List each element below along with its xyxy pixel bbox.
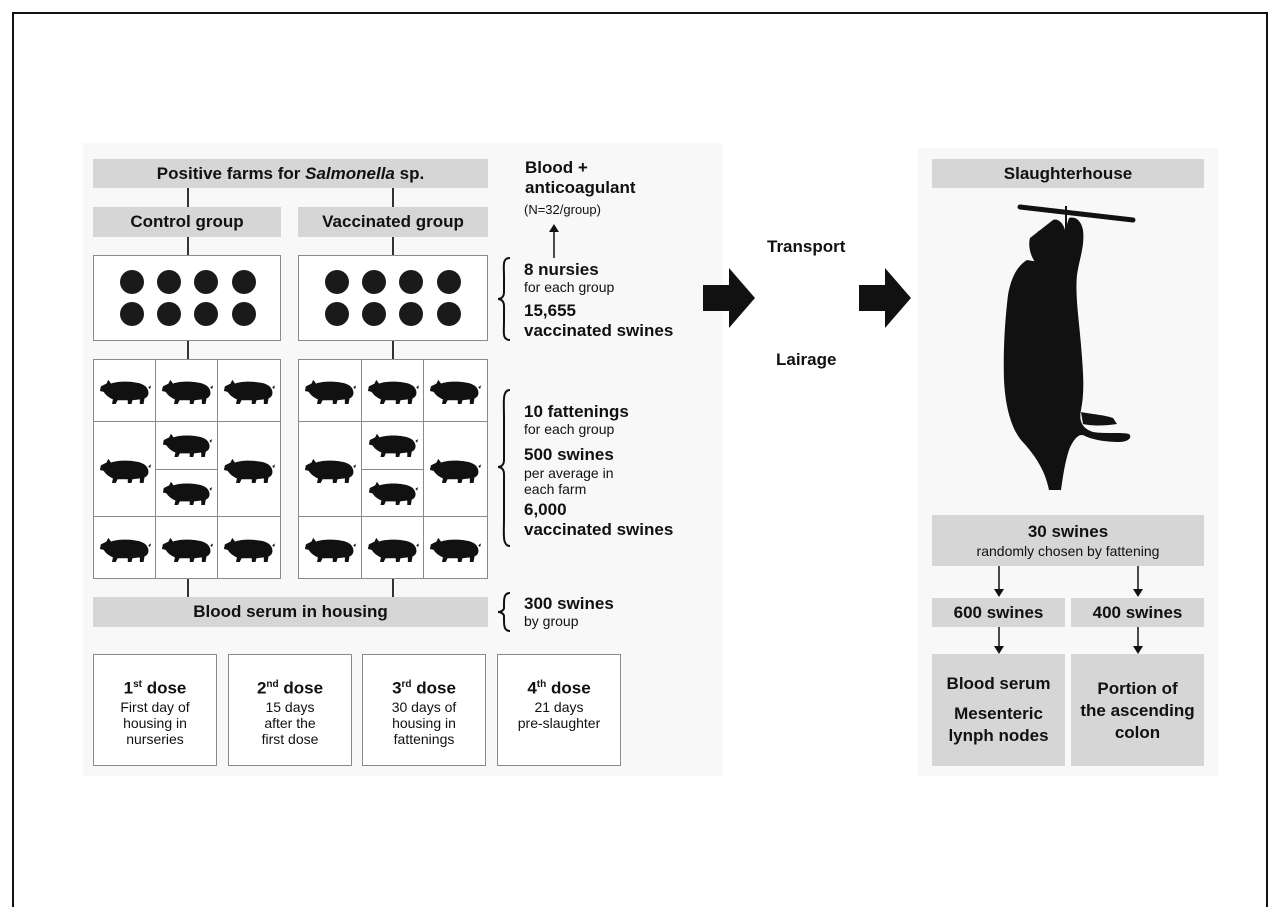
farms-header: Positive farms for Salmonella sp. (93, 159, 488, 188)
pig-icon (429, 535, 481, 563)
nursery-dot (362, 270, 386, 294)
left-samples-box: Blood serum Mesenteric lynph nodes (932, 654, 1065, 766)
nursery-dot (120, 270, 144, 294)
pig-icon (223, 456, 275, 484)
fattening-count-sub: for each group (524, 421, 615, 437)
nurseries-total: 15,655 vaccinated swines (524, 301, 674, 340)
pig-icon (99, 535, 151, 563)
down-arrow-icon (994, 627, 1004, 654)
down-arrow-icon (1133, 627, 1143, 654)
brace-icon (497, 389, 511, 547)
down-arrow-icon (994, 566, 1004, 597)
nursery-dot (325, 302, 349, 326)
nursery-dot (120, 302, 144, 326)
control-group-label: Control group (93, 207, 281, 237)
pig-icon (304, 377, 356, 405)
right-samples-box: Portion of the ascending colon (1071, 654, 1204, 766)
vaccinated-fattening-grid (298, 359, 488, 579)
sample-box: 30 swines randomly chosen by fattening (932, 515, 1204, 566)
dose-1-box: 1st dose First day of housing in nurseri… (93, 654, 217, 766)
pig-icon (304, 456, 356, 484)
lymph-nodes-sample: Mesenteric lynph nodes (948, 704, 1049, 745)
fattening-average: 500 swines (524, 445, 614, 464)
pig-icon (161, 377, 213, 405)
fattening-count: 10 fattenings (524, 402, 629, 421)
pig-icon (429, 456, 481, 484)
slaughterhouse-title: Slaughterhouse (932, 159, 1204, 188)
left-count-box: 600 swines (932, 598, 1065, 627)
brace-icon (497, 592, 511, 632)
pig-icon (368, 431, 418, 458)
nursery-dot (437, 270, 461, 294)
nursery-dot (232, 270, 256, 294)
dose-2-box: 2nd dose 15 days after the first dose (228, 654, 352, 766)
dose-4-box: 4th dose 21 days pre-slaughter (497, 654, 621, 766)
control-nurseries-box (93, 255, 281, 341)
fattening-total: 6,000 vaccinated swines (524, 500, 674, 539)
serum-housing-count-sub: by group (524, 613, 579, 629)
pig-icon (368, 479, 418, 506)
arrow-right-icon (703, 268, 755, 328)
down-arrow-icon (1133, 566, 1143, 597)
blood-anticoagulant-title: Blood + anticoagulant (525, 158, 636, 197)
control-fattening-grid (93, 359, 281, 579)
genus-name: Salmonella (305, 163, 395, 183)
nursery-dot (437, 302, 461, 326)
nursery-dot (157, 302, 181, 326)
nurseries-count: 8 nursies (524, 260, 599, 279)
pig-icon (223, 377, 275, 405)
dose-3-box: 3rd dose 30 days of housing in fattening… (362, 654, 486, 766)
serum-housing-bar: Blood serum in housing (93, 597, 488, 627)
pig-icon (162, 479, 212, 506)
colon-sample: Portion of the ascending colon (1080, 679, 1195, 742)
figure-frame (12, 12, 1268, 907)
up-arrow-icon (549, 224, 559, 258)
arrow-right-icon (859, 268, 911, 328)
pig-icon (161, 535, 213, 563)
blood-anticoagulant-note: (N=32/group) (524, 202, 601, 217)
pig-icon (367, 377, 419, 405)
pig-icon (99, 377, 151, 405)
transport-label: Transport (767, 237, 846, 256)
nursery-dot (325, 270, 349, 294)
nurseries-count-sub: for each group (524, 279, 615, 295)
pig-icon (304, 535, 356, 563)
lairage-label: Lairage (776, 350, 837, 369)
fattening-average-sub: per average in each farm (524, 465, 614, 497)
pig-carcass-icon (1003, 204, 1136, 490)
nursery-dot (194, 302, 218, 326)
nursery-dot (362, 302, 386, 326)
brace-icon (497, 257, 511, 341)
pig-icon (162, 431, 212, 458)
pig-icon (367, 535, 419, 563)
pig-icon (99, 456, 151, 484)
nursery-dot (399, 270, 423, 294)
nursery-dot (194, 270, 218, 294)
vaccinated-group-label: Vaccinated group (298, 207, 488, 237)
right-count-box: 400 swines (1071, 598, 1204, 627)
pig-icon (223, 535, 275, 563)
vaccinated-nurseries-box (298, 255, 488, 341)
sample-sub: randomly chosen by fattening (976, 543, 1160, 559)
nursery-dot (399, 302, 423, 326)
pig-icon (429, 377, 481, 405)
nursery-dot (232, 302, 256, 326)
nursery-dot (157, 270, 181, 294)
blood-serum-sample: Blood serum (946, 674, 1051, 693)
serum-housing-count: 300 swines (524, 594, 614, 613)
